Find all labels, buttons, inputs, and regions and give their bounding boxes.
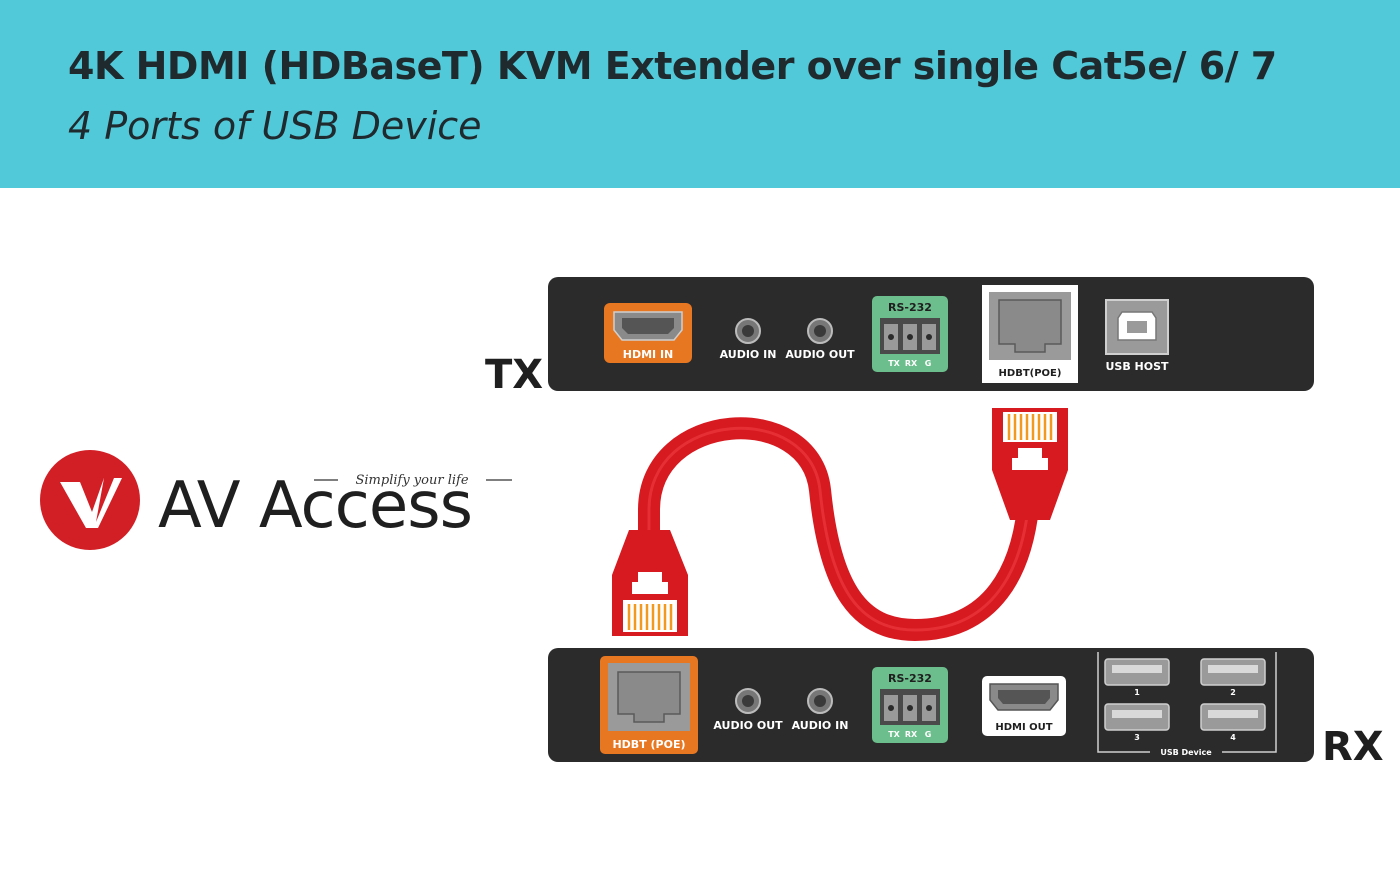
av-access-logo-icon (40, 450, 140, 550)
usb-a-port-3: 3 (1104, 703, 1170, 742)
rx-hdmi-out-port: HDMI OUT (982, 676, 1066, 736)
tx-rs232-port: RS-232 TX RX G (872, 296, 948, 372)
tx-rs232-pin-g: G (925, 359, 932, 368)
tx-usb-host-port: USB HOST (1105, 299, 1169, 373)
usb-a-port-2: 2 (1200, 658, 1266, 697)
ethernet-cable (612, 408, 1068, 642)
rx-hdbt-label: HDBT (POE) (612, 738, 685, 751)
rx-usb-device-ports: 1 2 3 4 USB Device (1097, 652, 1277, 757)
tx-rs232-label: RS-232 (888, 301, 932, 314)
rx-rs232-port: RS-232 TX RX G (872, 667, 948, 743)
rx-audio-out-label: AUDIO OUT (713, 719, 783, 732)
rx-rs232-pin-g: G (925, 730, 932, 739)
usb-a-port-4: 4 (1200, 703, 1266, 742)
usb-port-number: 3 (1134, 733, 1140, 742)
rx-rs232-label: RS-232 (888, 672, 932, 685)
rx-rs232-pin-tx: TX (888, 730, 900, 739)
rx-audio-in-port: AUDIO IN (792, 688, 849, 732)
usb-port-number: 4 (1230, 733, 1236, 742)
header-banner (0, 0, 1400, 188)
tx-audio-in-label: AUDIO IN (720, 348, 777, 361)
av-access-logo: AV Access Simplify your life (40, 450, 512, 550)
usb-port-number: 2 (1230, 688, 1236, 697)
cable-line (638, 417, 1041, 642)
logo-tagline: Simplify your life (355, 473, 468, 488)
rx-unit: RX HDBT (POE) AUDIO OUT AUDIO IN RS-232 (548, 648, 1384, 770)
usb-a-port-1: 1 (1104, 658, 1170, 697)
tx-hdbt-port: HDBT(POE) (982, 285, 1078, 383)
tx-rs232-pin-rx: RX (905, 359, 918, 368)
rx-audio-in-label: AUDIO IN (792, 719, 849, 732)
tx-rs232-pin-tx: TX (888, 359, 900, 368)
rx-rs232-pin-rx: RX (905, 730, 918, 739)
logo-brand: AV Access (158, 469, 472, 543)
rj45-plug-top-icon (992, 408, 1068, 520)
tx-hdmi-in-label: HDMI IN (623, 348, 674, 361)
rx-label: RX (1322, 724, 1384, 770)
usb-port-number: 1 (1134, 688, 1140, 697)
rx-hdbt-port: HDBT (POE) (600, 656, 698, 754)
tx-audio-out-label: AUDIO OUT (785, 348, 855, 361)
tx-hdmi-in-port: HDMI IN (604, 303, 692, 363)
tx-audio-in-port: AUDIO IN (720, 318, 777, 361)
tx-label: TX (485, 352, 543, 398)
rx-usb-device-label: USB Device (1160, 748, 1212, 757)
rx-hdmi-out-label: HDMI OUT (995, 722, 1052, 733)
tx-unit: TX HDMI IN AUDIO IN AUDIO OUT RS-232 (485, 277, 1314, 398)
rj45-plug-bottom-icon (612, 530, 688, 636)
tx-hdbt-label: HDBT(POE) (999, 368, 1062, 379)
rx-audio-out-port: AUDIO OUT (713, 688, 783, 732)
page-title: 4K HDMI (HDBaseT) KVM Extender over sing… (68, 44, 1277, 88)
page-subtitle: 4 Ports of USB Device (68, 104, 482, 148)
tx-audio-out-port: AUDIO OUT (785, 318, 855, 361)
tx-usb-host-label: USB HOST (1105, 360, 1169, 373)
